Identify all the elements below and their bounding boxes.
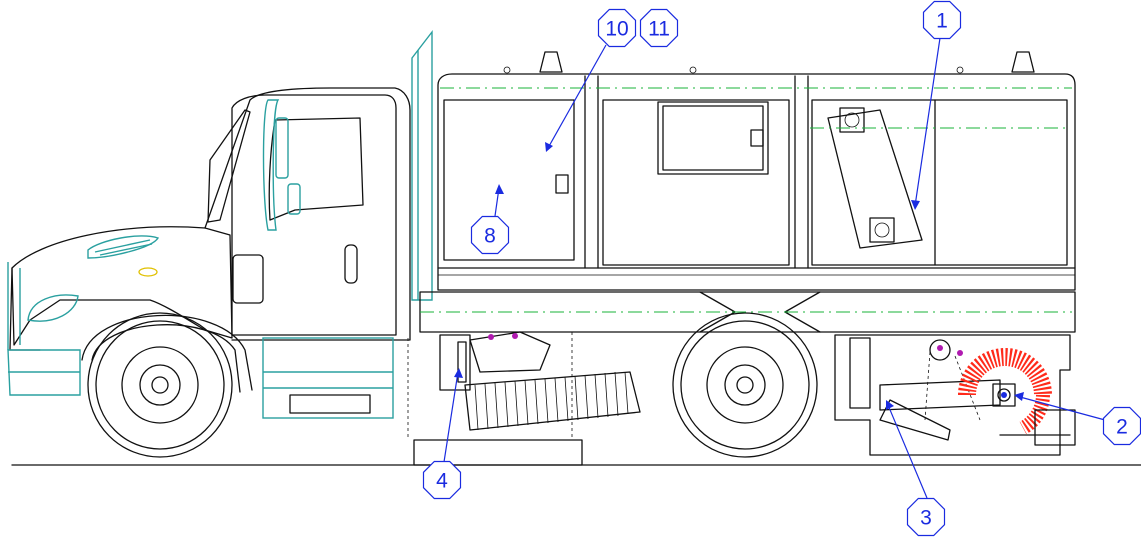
callout-balloon [639, 8, 679, 48]
truck-cab [7, 87, 411, 396]
callout-balloon [470, 215, 510, 255]
leader-3 [887, 404, 928, 499]
callout-number: 2 [1116, 416, 1128, 439]
callout-number: 8 [484, 225, 496, 248]
gutter-broom-bristles [958, 348, 1052, 435]
callout-10: 10 [597, 8, 637, 48]
callout-number: 3 [920, 507, 932, 530]
callout-8: 8 [470, 215, 510, 255]
callout-number: 10 [605, 18, 628, 41]
exhaust-stack [411, 29, 433, 301]
callout-4: 4 [422, 460, 462, 500]
gutter-broom-assembly [834, 334, 1076, 456]
callout-leaders [443, 37, 1106, 499]
leader-1 [914, 37, 941, 207]
callouts: 1 2 3 4 8 10 11 [422, 0, 1141, 537]
callout-balloon [422, 460, 462, 500]
callout-number: 11 [648, 18, 670, 41]
callout-3: 3 [906, 497, 946, 537]
callout-balloon [597, 8, 637, 48]
center-broom-assembly [407, 331, 641, 466]
leader-4 [443, 371, 459, 463]
callout-balloon [906, 497, 946, 537]
main-broom-bristles [474, 371, 629, 431]
callout-1: 1 [922, 0, 962, 40]
callout-2: 2 [1102, 406, 1141, 446]
callout-11: 11 [639, 8, 679, 48]
fuel-tank-steps [262, 337, 394, 419]
sweeper-body [419, 51, 1076, 333]
callout-balloon [922, 0, 962, 40]
leader-10 [547, 44, 607, 149]
front-wheel [87, 312, 233, 458]
callout-balloon [1102, 406, 1141, 446]
callout-number: 4 [436, 470, 448, 493]
rear-wheel [672, 312, 818, 458]
callout-number: 1 [936, 10, 948, 33]
leader-2 [1019, 396, 1106, 421]
